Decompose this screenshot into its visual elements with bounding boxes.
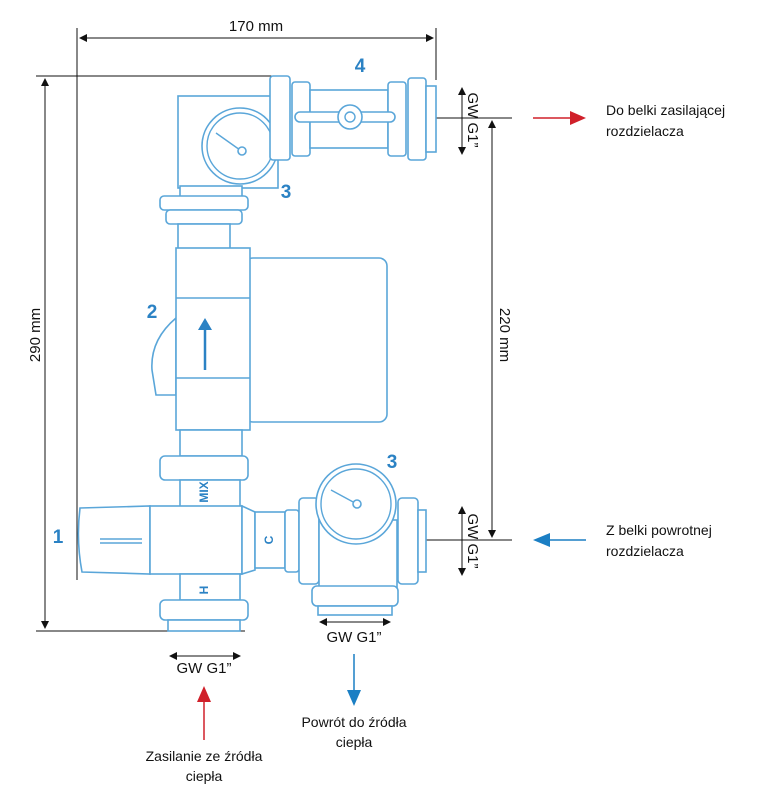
svg-text:GW G1”: GW G1” [464,93,481,148]
height-label: 290 mm [27,308,44,362]
source-supply-label-2: ciepła [186,768,223,784]
callout-1: 1 [53,527,64,548]
return-in-arrow [533,533,586,547]
thread-dim-bottom-right: GW G1” [458,506,481,576]
source-supply-label-1: Zasilanie ze źródła [146,748,263,764]
source-return-arrow [347,654,361,706]
return-in-label-1: Z belki powrotnej [606,522,712,538]
dimension-width: 170 mm [76,18,437,580]
callout-2: 2 [147,302,158,323]
source-return-label-2: ciepła [336,734,373,750]
port-h-label: H [197,586,211,595]
svg-text:GW G1”: GW G1” [327,629,382,646]
supply-out-arrow [533,111,586,125]
svg-text:GW G1”: GW G1” [464,514,481,569]
callout-4: 4 [355,56,366,77]
axis-distance-label: 220 mm [496,308,513,362]
three-way-mixing-valve: MIX C H [77,479,286,632]
source-supply-arrow [197,686,211,740]
supply-out-label-1: Do belki zasilającej [606,102,725,118]
port-c-label: C [262,535,276,544]
dimension-axis-distance: 220 mm [425,117,513,541]
return-in-label-2: rozdzielacza [606,543,684,559]
svg-text:GW G1”: GW G1” [177,660,232,677]
width-label: 170 mm [229,18,283,35]
supply-out-label-2: rozdzielacza [606,123,684,139]
ball-valve [269,75,437,161]
source-return-label-1: Powrót do źródła [301,714,406,730]
callout-3-bottom: 3 [387,452,398,473]
thread-dim-top-right: GW G1” [458,87,481,155]
port-mix-label: MIX [197,481,211,502]
circulation-pump [151,247,388,481]
thread-dim-bottom-left: GW G1” [169,652,241,677]
return-tee-with-gauge [284,463,427,616]
top-elbow-with-gauge [159,95,279,251]
thread-dim-bottom-middle: GW G1” [319,618,391,646]
callout-3-top: 3 [281,182,292,203]
